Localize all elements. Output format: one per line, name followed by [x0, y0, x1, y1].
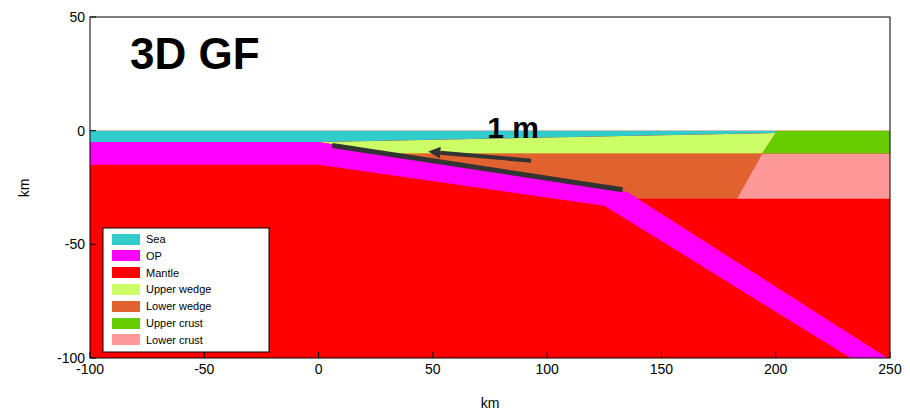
- legend-entry: Upper wedge: [112, 283, 211, 295]
- tick-label: 250: [878, 362, 901, 376]
- tick-mark: [90, 130, 96, 131]
- axes-frame: [90, 17, 890, 358]
- tick-label: -100: [76, 362, 104, 376]
- arrow-head: [428, 147, 440, 159]
- legend-label: Mantle: [146, 267, 179, 279]
- legend-entry: Mantle: [112, 267, 179, 279]
- legend-swatch: [112, 318, 140, 329]
- legend-swatch: [112, 334, 140, 345]
- tick-mark: [90, 17, 96, 18]
- tick-label: 0: [77, 124, 85, 138]
- axis-label: km: [17, 178, 31, 197]
- tick-mark: [890, 352, 891, 358]
- slab-region: [90, 142, 890, 358]
- slip-label: 1 m: [487, 113, 539, 143]
- legend-label: Upper wedge: [146, 283, 211, 295]
- legend-swatch: [112, 250, 140, 261]
- legend-label: OP: [146, 250, 162, 262]
- legend-swatch: [112, 267, 140, 278]
- tick-label: 150: [650, 362, 673, 376]
- tick-mark: [432, 352, 433, 358]
- legend-entry: Sea: [112, 233, 166, 245]
- tick-mark: [661, 352, 662, 358]
- legend-entry: Lower crust: [112, 334, 203, 346]
- tick-label: -50: [194, 362, 214, 376]
- tick-label: 0: [315, 362, 323, 376]
- upper-crust-region: [762, 131, 890, 154]
- legend-swatch: [112, 284, 140, 295]
- tick-mark: [204, 352, 205, 358]
- tick-label: 50: [69, 10, 85, 24]
- legend-label: Lower wedge: [146, 300, 211, 312]
- tick-mark: [547, 352, 548, 358]
- tick-label: 50: [425, 362, 441, 376]
- legend-label: Upper crust: [146, 317, 203, 329]
- tick-mark: [90, 244, 96, 245]
- tick-label: 100: [535, 362, 558, 376]
- tick-label: 200: [764, 362, 787, 376]
- sea-region: [90, 131, 776, 142]
- panel-title: 3D GF: [130, 32, 260, 76]
- fault-line: [332, 145, 622, 189]
- legend-entry: Upper crust: [112, 317, 203, 329]
- legend-swatch: [112, 301, 140, 312]
- tick-mark: [90, 358, 96, 359]
- legend-box: [103, 228, 269, 352]
- lower-crust-region: [737, 153, 890, 198]
- legend-entry: Lower wedge: [112, 300, 211, 312]
- legend-entry: OP: [112, 250, 162, 262]
- slip-arrow: [440, 153, 531, 161]
- legend-label: Lower crust: [146, 334, 203, 346]
- axis-label: km: [481, 396, 500, 410]
- legend-label: Sea: [146, 233, 166, 245]
- tick-mark: [318, 352, 319, 358]
- tick-mark: [90, 352, 91, 358]
- tick-label: -50: [65, 237, 85, 251]
- legend-swatch: [112, 234, 140, 245]
- tick-mark: [775, 352, 776, 358]
